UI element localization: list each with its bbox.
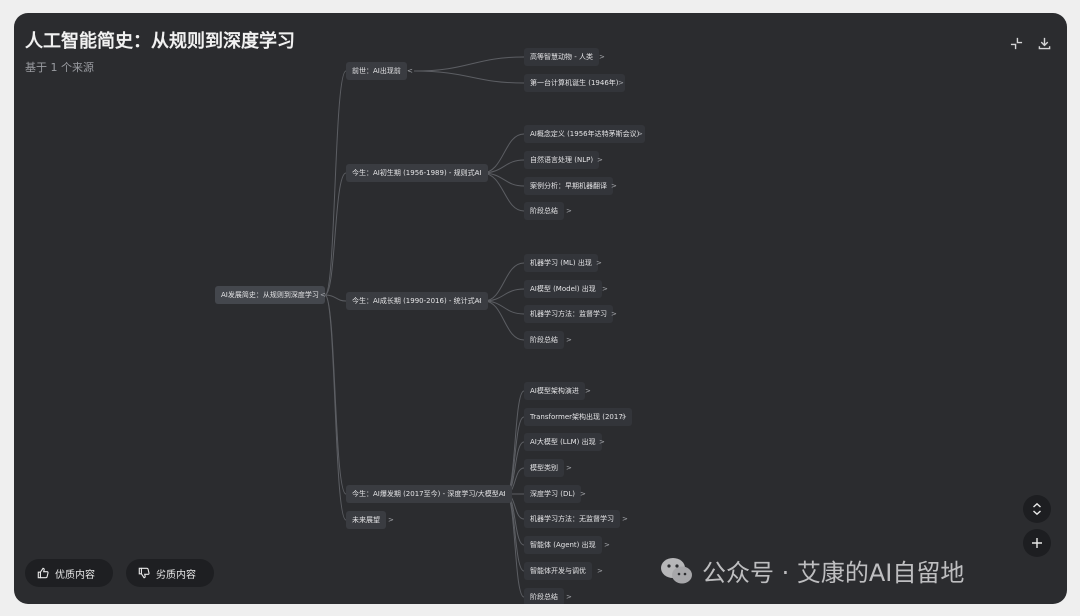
leaf-expand-toggle[interactable]: > <box>637 130 643 138</box>
mindmap-panel: 人工智能简史：从规则到深度学习 基于 1 个来源 <box>14 13 1067 604</box>
leaf-expand-toggle[interactable]: > <box>597 156 603 164</box>
expand-collapse-icon <box>1033 502 1041 516</box>
branch-collapse-toggle[interactable]: < <box>474 169 480 177</box>
branch-collapse-toggle[interactable]: < <box>407 67 413 75</box>
root-collapse-toggle[interactable]: < <box>320 291 326 299</box>
download-icon <box>1038 37 1050 49</box>
good-content-label: 优质内容 <box>55 569 95 581</box>
page-title: 人工智能简史：从规则到深度学习 <box>25 31 295 52</box>
leaf-node[interactable]: 自然语言处理 (NLP) <box>524 151 600 169</box>
leaf-expand-toggle[interactable]: > <box>622 515 628 523</box>
branch-expand-toggle[interactable]: > <box>388 516 394 524</box>
leaf-node[interactable]: 案例分析：早期机器翻译 <box>524 177 613 195</box>
leaf-node[interactable]: 智能体 (Agent) 出现 <box>524 536 602 554</box>
leaf-node[interactable]: 高等智慧动物 - 人类 <box>524 48 599 66</box>
leaf-node[interactable]: Transformer架构出现 (2017) <box>524 408 632 426</box>
expand-collapse-all-button[interactable] <box>1023 495 1051 523</box>
leaf-expand-toggle[interactable]: > <box>566 464 572 472</box>
leaf-node[interactable]: AI模型 (Model) 出现 <box>524 280 602 298</box>
leaf-expand-toggle[interactable]: > <box>604 541 610 549</box>
zoom-in-button[interactable] <box>1023 529 1051 557</box>
leaf-expand-toggle[interactable]: > <box>597 567 603 575</box>
leaf-node[interactable]: 深度学习 (DL) <box>524 485 581 503</box>
leaf-expand-toggle[interactable]: > <box>602 285 608 293</box>
thumbs-down-icon <box>138 567 150 579</box>
wechat-icon <box>661 557 692 583</box>
branch-node-deep-learning-ai[interactable]: 今生：AI爆发期 (2017至今) - 深度学习/大模型AI <box>346 485 512 503</box>
plus-icon <box>1032 538 1042 548</box>
leaf-expand-toggle[interactable]: > <box>566 593 572 601</box>
mindmap-root-node[interactable]: AI发展简史：从规则到深度学习 <box>215 286 325 304</box>
branch-node-statistical-ai[interactable]: 今生：AI成长期 (1990-2016) - 统计式AI <box>346 292 488 310</box>
branch-collapse-toggle[interactable]: < <box>476 297 482 305</box>
leaf-node[interactable]: 模型类别 <box>524 459 564 477</box>
leaf-expand-toggle[interactable]: > <box>599 438 605 446</box>
source-count: 基于 1 个来源 <box>25 61 94 74</box>
leaf-node[interactable]: AI大模型 (LLM) 出现 <box>524 433 602 451</box>
leaf-expand-toggle[interactable]: > <box>580 490 586 498</box>
leaf-node[interactable]: AI模型架构演进 <box>524 382 585 400</box>
branch-node-rule-ai[interactable]: 今生：AI初生期 (1956-1989) - 规则式AI <box>346 164 488 182</box>
leaf-node[interactable]: 第一台计算机诞生 (1946年) <box>524 74 625 92</box>
leaf-expand-toggle[interactable]: > <box>599 53 605 61</box>
good-content-button[interactable]: 优质内容 <box>25 559 113 587</box>
download-button[interactable] <box>1036 35 1052 51</box>
leaf-node[interactable]: 机器学习 (ML) 出现 <box>524 254 598 272</box>
collapse-button[interactable] <box>1008 35 1024 51</box>
branch-node-pre-ai[interactable]: 前世：AI出现前 <box>346 62 407 80</box>
leaf-node[interactable]: 阶段总结 <box>524 202 564 220</box>
leaf-expand-toggle[interactable]: > <box>585 387 591 395</box>
branch-node-future[interactable]: 未来展望 <box>346 511 386 529</box>
leaf-expand-toggle[interactable]: > <box>566 336 572 344</box>
leaf-expand-toggle[interactable]: > <box>596 259 602 267</box>
thumbs-up-icon <box>37 567 49 579</box>
leaf-node[interactable]: AI概念定义 (1956年达特茅斯会议) <box>524 125 646 143</box>
leaf-node[interactable]: 机器学习方法：无监督学习 <box>524 510 620 528</box>
leaf-node[interactable]: 阶段总结 <box>524 588 564 604</box>
leaf-expand-toggle[interactable]: > <box>621 413 627 421</box>
leaf-node[interactable]: 阶段总结 <box>524 331 564 349</box>
leaf-node[interactable]: 智能体开发与调优 <box>524 562 592 580</box>
leaf-expand-toggle[interactable]: > <box>611 182 617 190</box>
leaf-expand-toggle[interactable]: > <box>618 79 624 87</box>
bad-content-label: 劣质内容 <box>156 569 196 581</box>
collapse-icon <box>1010 37 1022 49</box>
leaf-expand-toggle[interactable]: > <box>611 310 617 318</box>
branch-collapse-toggle[interactable]: < <box>499 490 505 498</box>
watermark-text: 公众号 · 艾康的AI自留地 <box>702 559 965 587</box>
leaf-node[interactable]: 机器学习方法：监督学习 <box>524 305 613 323</box>
watermark: 公众号 · 艾康的AI自留地 <box>660 553 964 588</box>
leaf-expand-toggle[interactable]: > <box>566 207 572 215</box>
bad-content-button[interactable]: 劣质内容 <box>126 559 214 587</box>
